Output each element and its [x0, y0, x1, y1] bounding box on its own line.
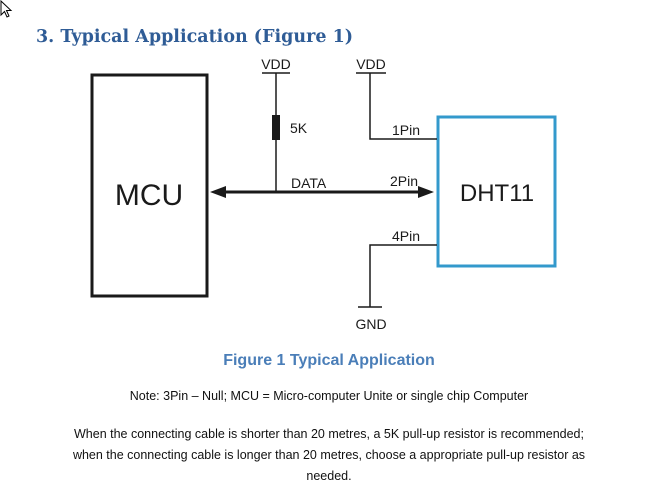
pin4-wire	[369, 244, 437, 307]
mouse-cursor-icon	[0, 0, 13, 18]
figure-caption: Figure 1 Typical Application	[223, 352, 435, 369]
mcu-label: MCU	[115, 179, 183, 212]
data-label: DATA	[291, 175, 327, 191]
dht11-sensor-block	[436, 115, 557, 268]
data-arrow-left-icon	[210, 186, 226, 198]
typical-application-diagram: MCU DHT11 VDD 5K DATA 2Pin VDD 1Pin 4Pin…	[90, 56, 557, 332]
vdd-right-label: VDD	[356, 56, 386, 72]
pin1-wire	[369, 73, 437, 140]
pullup-resistor	[272, 115, 280, 140]
dht11-label: DHT11	[460, 180, 534, 207]
pin4-label: 4Pin	[392, 228, 420, 244]
pullup-recommendation-paragraph: When the connecting cable is shorter tha…	[38, 424, 620, 487]
paragraph-line: needed.	[306, 469, 352, 483]
pin2-label: 2Pin	[390, 173, 418, 189]
paragraph-line: When the connecting cable is shorter tha…	[74, 427, 584, 441]
figure-note: Note: 3Pin – Null; MCU = Micro-computer …	[129, 389, 529, 403]
resistor-label: 5K	[290, 120, 308, 136]
section-title: 3. Typical Application (Figure 1)	[36, 27, 354, 47]
gnd-label: GND	[355, 316, 386, 332]
pin1-label: 1Pin	[392, 122, 420, 138]
data-arrow-right-icon	[418, 186, 434, 198]
paragraph-line: when the connecting cable is longer than…	[72, 448, 586, 462]
vdd-left-label: VDD	[261, 56, 291, 72]
mcu-block	[90, 73, 209, 298]
